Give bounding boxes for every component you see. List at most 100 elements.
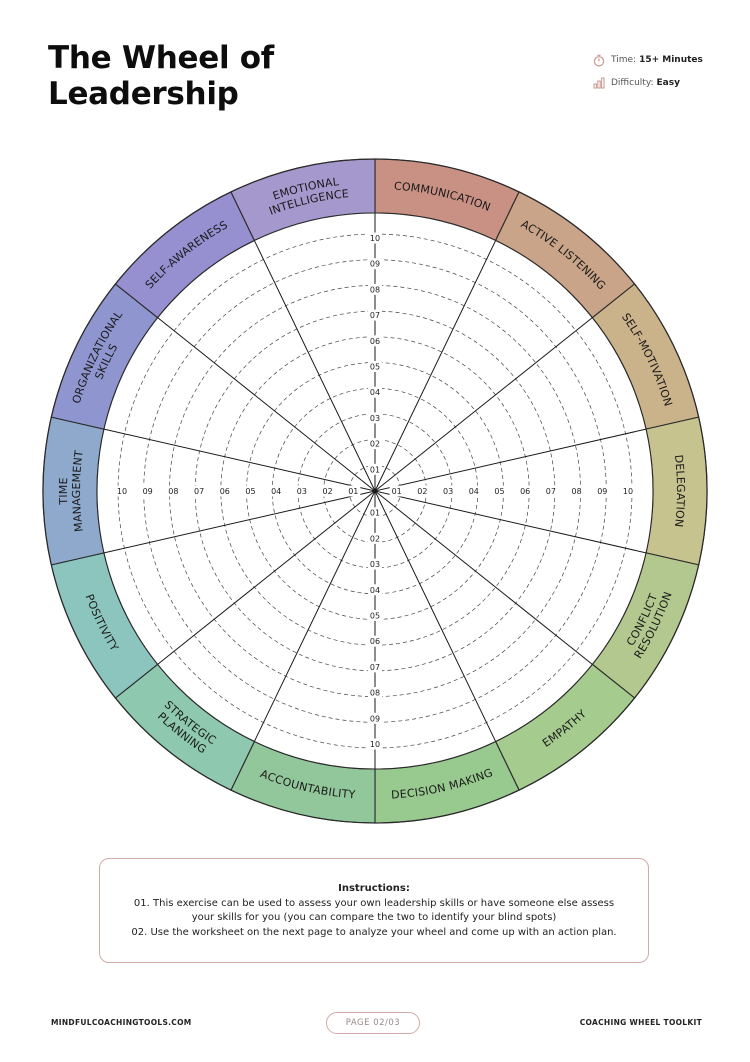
time-value: 15+ Minutes: [639, 55, 703, 65]
footer-toolkit-name: COACHING WHEEL TOOLKIT: [579, 1018, 702, 1027]
scale-label-bg: [243, 485, 258, 497]
scale-label-bg: [441, 485, 456, 497]
scale-label-bg: [368, 584, 382, 596]
scale-label-left-6: 06: [220, 487, 230, 496]
scale-label-right-1: 01: [392, 487, 402, 496]
page-number-badge: PAGE 02/03: [326, 1012, 420, 1034]
scale-label-left-5: 05: [245, 487, 255, 496]
segment-label-10-0: TIME: [57, 477, 70, 506]
spoke-6: [374, 490, 497, 742]
scale-label-right-9: 09: [597, 487, 607, 496]
scale-label-bg: [368, 412, 382, 424]
scale-label-right-5: 05: [494, 487, 504, 496]
scale-label-bg: [368, 610, 382, 621]
scale-label-down-1: 01: [370, 509, 380, 518]
scale-label-bg: [166, 485, 181, 497]
scale-label-bg: [346, 485, 361, 497]
scale-label-left-4: 04: [271, 487, 281, 496]
scale-label-bg: [368, 687, 382, 699]
scale-label-bg: [368, 532, 382, 544]
scale-label-right-6: 06: [520, 487, 530, 496]
spoke-8: [253, 490, 376, 742]
scale-label-bg: [518, 485, 533, 497]
scale-label-down-2: 02: [370, 534, 380, 543]
scale-label-up-9: 09: [370, 260, 380, 269]
scale-label-bg: [269, 485, 284, 497]
scale-label-up-5: 05: [370, 363, 380, 372]
scale-label-bg: [492, 485, 507, 497]
scale-label-bg: [368, 335, 382, 347]
time-row: Time: 15+ Minutes: [593, 53, 703, 67]
scale-label-right-4: 04: [469, 487, 479, 496]
difficulty-bars-icon: [593, 77, 605, 89]
scale-label-bg: [466, 485, 481, 497]
scale-label-bg: [368, 558, 382, 570]
scale-label-up-1: 01: [370, 465, 380, 474]
instructions-box: Instructions: 01. This exercise can be u…: [99, 858, 649, 963]
scale-label-right-10: 10: [623, 487, 633, 496]
footer-website: MINDFULCOACHINGTOOLS.COM: [51, 1018, 192, 1027]
scale-label-left-3: 03: [297, 487, 307, 496]
page-title-line-1: The Wheel of: [48, 40, 274, 76]
scale-label-up-7: 07: [370, 311, 380, 320]
scale-label-bg: [368, 507, 382, 519]
scale-label-right-8: 08: [572, 487, 582, 496]
scale-label-down-8: 08: [370, 689, 380, 698]
segment-label-10-1: MANAGEMENT: [70, 449, 86, 532]
scale-label-up-3: 03: [370, 414, 380, 423]
scale-label-left-1: 01: [348, 487, 358, 496]
scale-label-bg: [543, 485, 558, 497]
scale-label-bg: [192, 485, 207, 497]
scale-label-up-10: 10: [370, 234, 380, 243]
scale-label-bg: [621, 485, 635, 497]
scale-label-down-3: 03: [370, 560, 380, 569]
scale-label-down-5: 05: [370, 612, 380, 621]
scale-label-down-4: 04: [370, 586, 380, 595]
scale-label-bg: [368, 232, 382, 244]
difficulty-label: Difficulty:: [611, 78, 654, 88]
scale-label-right-3: 03: [443, 487, 453, 496]
scale-label-down-6: 06: [370, 637, 380, 646]
instructions-line-2: your skills for you (you can compare the…: [191, 912, 557, 923]
scale-label-bg: [569, 485, 584, 497]
spoke-13: [253, 240, 376, 492]
instructions-title: Instructions:: [338, 883, 410, 894]
scale-label-right-2: 02: [417, 487, 427, 496]
page-title-line-2: Leadership: [48, 76, 239, 112]
scale-label-right-7: 07: [546, 487, 556, 496]
spoke-9: [157, 490, 376, 665]
scale-label-down-7: 07: [370, 663, 380, 672]
spoke-11: [103, 428, 376, 492]
scale-label-down-9: 09: [370, 714, 380, 723]
spoke-12: [157, 317, 376, 492]
spoke-10: [103, 490, 376, 554]
scale-label-left-7: 07: [194, 487, 204, 496]
time-label: Time:: [611, 55, 637, 65]
spoke-4: [374, 490, 647, 554]
difficulty-row: Difficulty: Easy: [593, 76, 703, 90]
page-title: The Wheel of Leadership: [48, 40, 274, 112]
exercise-meta: Time: 15+ Minutes Difficulty: Easy: [593, 53, 703, 99]
wheel-outline: [42, 158, 708, 824]
spoke-2: [374, 317, 593, 492]
scale-label-bg: [217, 485, 232, 497]
spoke-5: [374, 490, 593, 665]
scale-label-up-2: 02: [370, 440, 380, 449]
scale-label-down-10: 10: [370, 740, 380, 749]
scale-label-up-4: 04: [370, 388, 380, 397]
scale-label-bg: [140, 485, 155, 497]
spoke-3: [374, 428, 647, 492]
scale-label-bg: [368, 661, 382, 673]
scale-label-bg: [368, 463, 382, 475]
scale-label-left-9: 09: [143, 487, 153, 496]
scale-label-bg: [320, 485, 335, 497]
scale-label-up-6: 06: [370, 337, 380, 346]
instructions-line-1: 01. This exercise can be used to assess …: [133, 897, 615, 909]
scale-label-bg: [595, 485, 610, 497]
scale-label-bg: [368, 738, 382, 750]
scale-label-bg: [389, 485, 404, 497]
instructions-line-3: 02. Use the worksheet on the next page t…: [131, 926, 617, 938]
scale-label-bg: [368, 712, 382, 724]
scale-label-bg: [368, 438, 382, 450]
